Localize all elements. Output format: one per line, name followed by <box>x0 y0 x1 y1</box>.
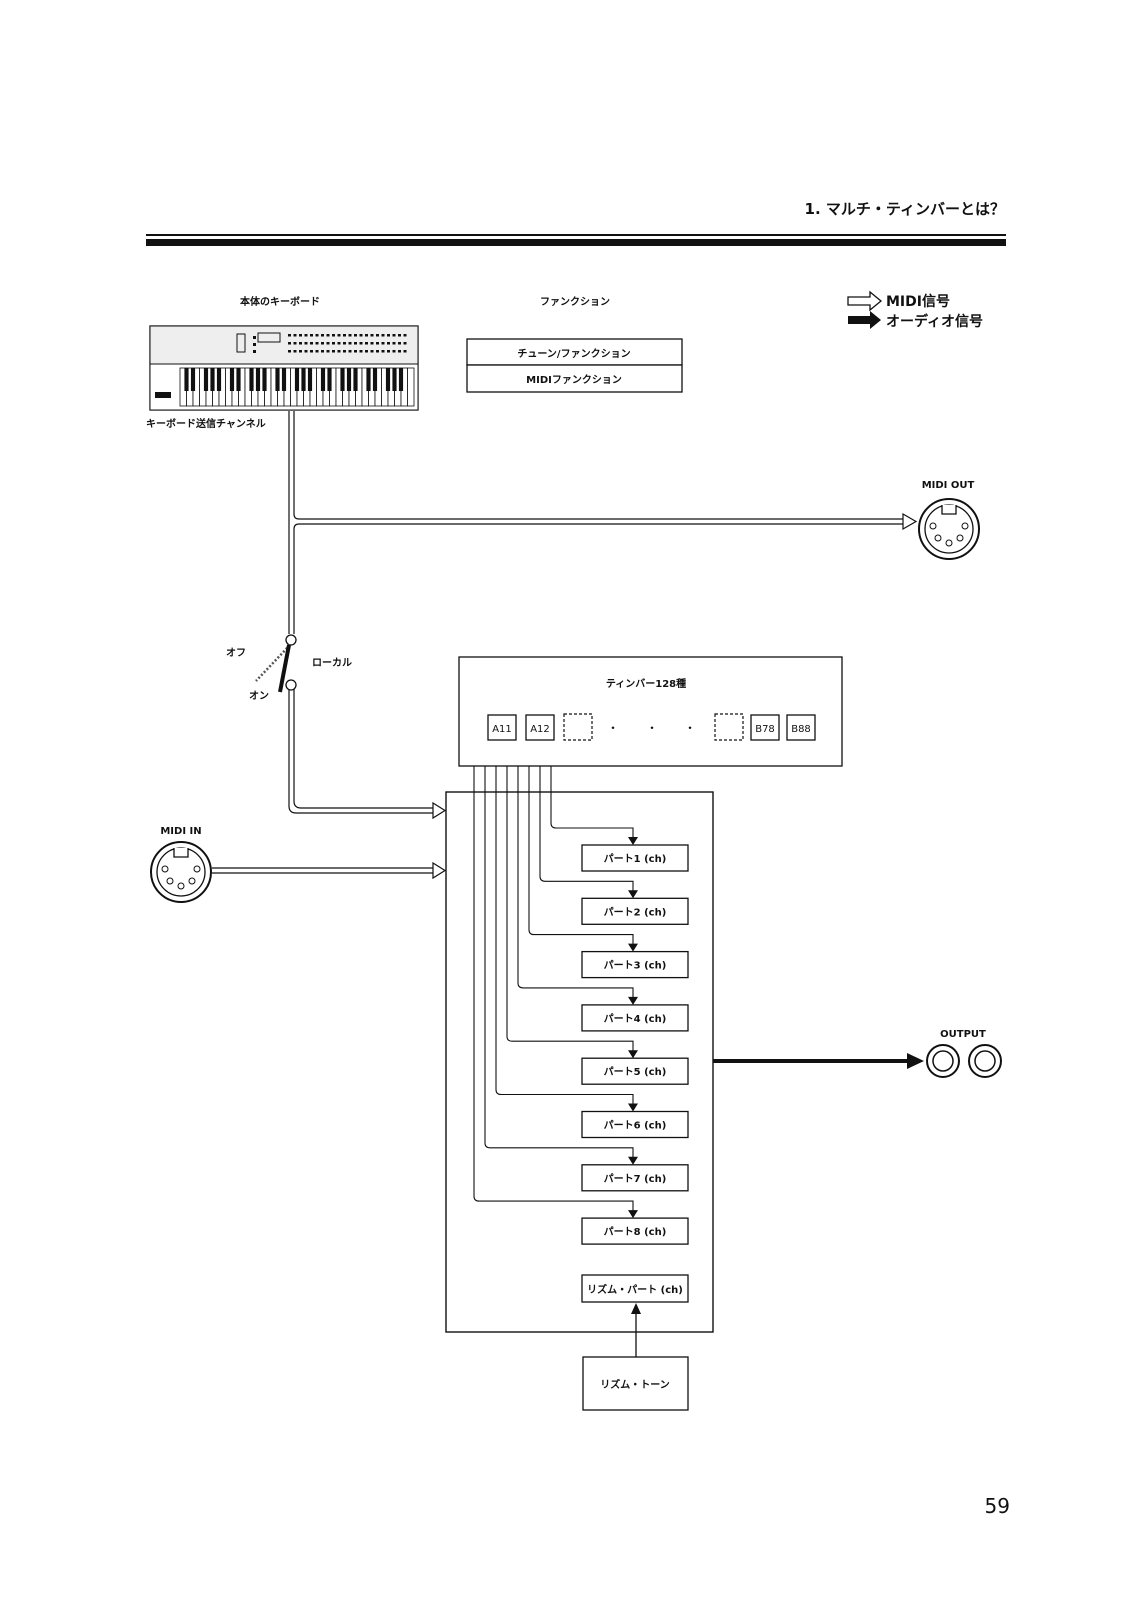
timbre-slot-b88: B88 <box>786 714 816 741</box>
part-7-line <box>484 766 638 1165</box>
part-7: パート7 (ch) <box>581 1164 689 1192</box>
rhythm-tone-box <box>582 1356 689 1411</box>
part-label: パート8 (ch) <box>604 1226 667 1238</box>
part-3: パート3 (ch) <box>581 950 689 979</box>
output-label: OUTPUT <box>940 1029 986 1040</box>
timbre-slot-label: B88 <box>791 724 811 735</box>
part-label: パート7 (ch) <box>604 1173 667 1185</box>
rhythm-part-label: リズム・パート (ch) <box>587 1283 683 1296</box>
timbre-slot-b78: B78 <box>750 714 780 741</box>
rhythm-tone-label: リズム・トーン <box>600 1378 670 1391</box>
audio-output-arrow-icon <box>713 1053 924 1069</box>
keyboard-signal-lines <box>288 411 904 814</box>
midi-in-label: MIDI IN <box>160 826 201 837</box>
page-number: 59 <box>985 1494 1010 1518</box>
part-3-line <box>528 766 638 952</box>
legend-midi-label: MIDI信号 <box>886 293 950 310</box>
switch-local-label: ローカル <box>312 657 352 669</box>
midi-out-label: MIDI OUT <box>922 480 975 491</box>
part-5-line <box>506 766 638 1059</box>
part-1: パート1 (ch) <box>581 844 689 872</box>
timbre-bank-title: ティンバー128種 <box>606 677 686 690</box>
part-input-arrow-icon <box>628 1210 638 1219</box>
part-input-arrow-icon <box>628 837 638 845</box>
midi-in-connector-icon <box>150 841 212 903</box>
part-8: パート8 (ch) <box>581 1217 689 1245</box>
part-input-arrow-icon <box>628 890 638 899</box>
keyboard-icon <box>149 325 419 411</box>
part-input-arrow-icon <box>628 1156 638 1165</box>
timbre-ellipsis-dot: ・ <box>646 721 658 735</box>
timbre-to-part-lines <box>473 766 638 1219</box>
part-2: パート2 (ch) <box>581 897 689 925</box>
timbre-bank-box <box>458 656 843 767</box>
timbre-slot-empty <box>563 713 593 741</box>
section-title: 1. マルチ・ティンバーとは？ <box>805 200 1005 218</box>
timbre-ellipsis-dot: ・ <box>684 721 696 735</box>
rhythm-part-box <box>581 1274 689 1303</box>
part-input-arrow-icon <box>628 1103 638 1112</box>
parts-list: パート1 (ch) パート2 (ch) パート3 (ch) パート4 (ch) パート5… <box>581 844 689 1245</box>
midi-signal-arrow-icon <box>847 290 883 312</box>
part-input-arrow-icon <box>628 1050 638 1059</box>
part-1-line <box>550 766 638 845</box>
timbre-slot-label: A11 <box>492 724 512 735</box>
part-label: パート3 (ch) <box>604 960 667 972</box>
timbre-slot-label: A12 <box>530 724 550 735</box>
part-2-line <box>539 766 638 899</box>
audio-signal-arrow-icon <box>848 311 881 329</box>
timbre-slot-a12: A12 <box>525 714 555 741</box>
timbre-slot-label: B78 <box>755 724 775 735</box>
part-8-line <box>473 766 638 1219</box>
rhythm-tone-arrow-icon <box>631 1303 641 1357</box>
switch-off-label: オフ <box>226 647 246 659</box>
timbre-ellipsis-dot: ・ <box>607 721 619 735</box>
output-jack-icon <box>968 1044 1002 1078</box>
function-item-midi: MIDIファンクション <box>526 374 622 386</box>
midi-out-arrow-icon <box>902 512 918 531</box>
midi-in-to-engine-arrow-icon <box>432 861 447 880</box>
function-item-tune: チューン/ファンクション <box>517 348 630 360</box>
keyboard-label: 本体のキーボード <box>240 295 320 308</box>
legend-audio-label: オーディオ信号 <box>886 313 983 330</box>
midi-in-signal-lines <box>212 867 436 874</box>
function-menu <box>466 338 683 393</box>
part-label: パート1 (ch) <box>604 853 667 865</box>
keyboard-to-engine-arrow-icon <box>432 801 447 820</box>
part-6: パート6 (ch) <box>581 1110 689 1139</box>
timbre-slot-empty <box>714 713 744 741</box>
header-rule <box>146 234 1006 246</box>
part-6-line <box>495 766 638 1112</box>
part-label: パート6 (ch) <box>604 1120 667 1132</box>
part-input-arrow-icon <box>628 943 638 952</box>
legend: MIDI信号 オーディオ信号 <box>847 290 983 330</box>
local-switch <box>255 634 297 693</box>
part-label: パート5 (ch) <box>604 1066 667 1078</box>
output-jack-icon <box>926 1044 960 1078</box>
part-input-arrow-icon <box>628 996 638 1005</box>
part-label: パート2 (ch) <box>604 906 667 918</box>
timbre-slot-a11: A11 <box>487 714 517 741</box>
midi-out-connector-icon <box>918 498 980 560</box>
switch-on-label: オン <box>249 690 269 702</box>
part-label: パート4 (ch) <box>604 1013 667 1025</box>
part-4-line <box>517 766 638 1005</box>
part-5: パート5 (ch) <box>581 1057 689 1085</box>
part-4: パート4 (ch) <box>581 1004 689 1032</box>
keyboard-channel-label: キーボード送信チャンネル <box>146 417 266 430</box>
function-label: ファンクション <box>540 296 610 308</box>
